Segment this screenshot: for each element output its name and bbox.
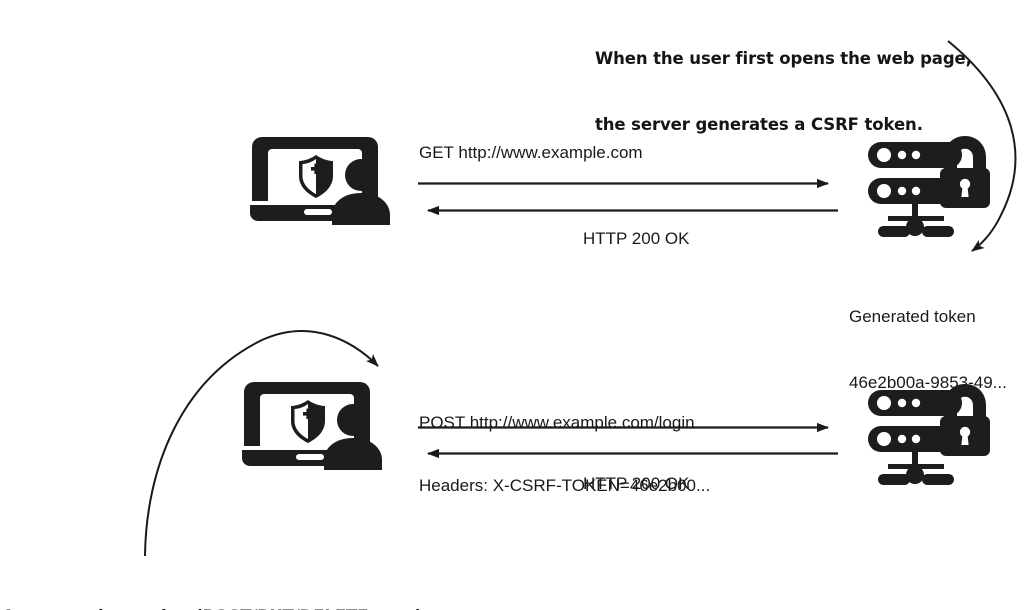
laptop-with-shield-and-user-icon [250,137,390,225]
server-icon [866,134,998,242]
generated-token-note-line-1: Generated token [849,307,976,326]
laptop-with-shield-and-user-icon [242,382,382,470]
server-rack-with-padlock-icon [868,384,990,485]
response-label-1: HTTP 200 OK [583,229,690,248]
server-icon [866,382,998,490]
annotation-bottom-line-1: Any mutating action (POST/PUT/DELETE, et… [2,606,497,610]
request-label-post: POST http://www.example.com/login Header… [419,370,710,538]
client-icon [240,378,392,474]
annotation-top-line-1: When the user first opens the web page, [595,49,972,68]
annotation-top-line-2: the server generates a CSRF token. [595,115,923,134]
request-label-post-line-2: Headers: X-CSRF-TOKEN=46e2b00... [419,476,711,495]
response-label-2: HTTP 200 OK [583,474,690,493]
annotation-bottom: Any mutating action (POST/PUT/DELETE, et… [2,562,497,610]
request-label-post-line-1: POST http://www.example.com/login [419,413,695,432]
client-icon [248,133,400,229]
server-rack-with-padlock-icon [868,136,990,237]
request-label-get: GET http://www.example.com [419,143,643,162]
